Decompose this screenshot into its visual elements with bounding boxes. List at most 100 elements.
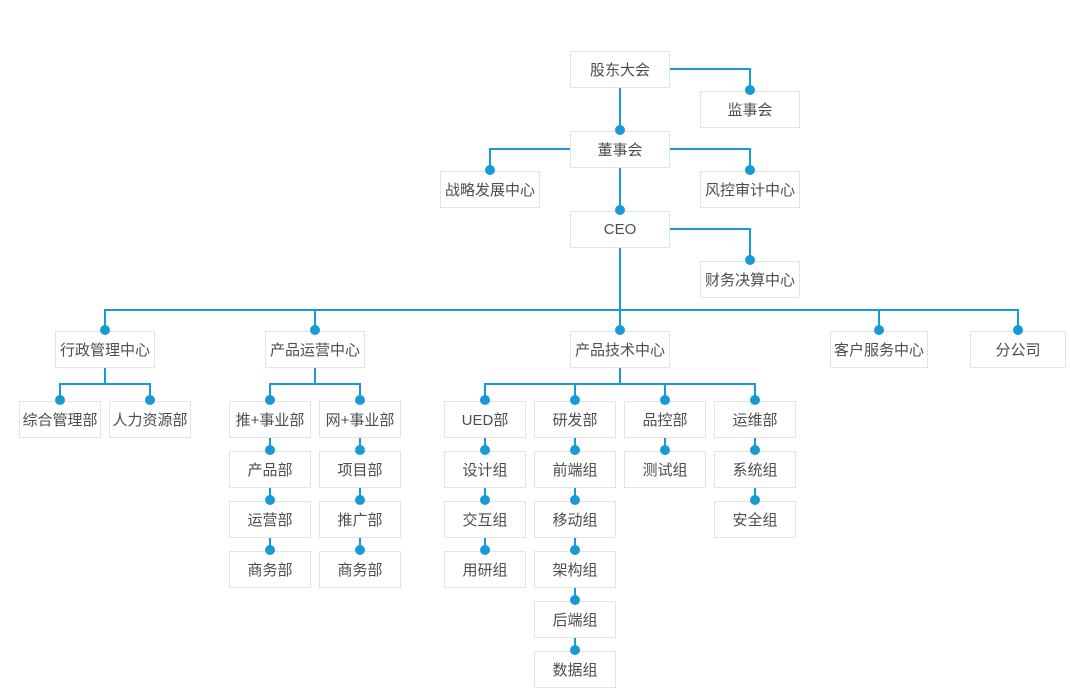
connector-dot — [1013, 325, 1023, 335]
connector-line — [619, 309, 621, 332]
connector-line — [574, 587, 576, 602]
connector-dot — [745, 85, 755, 95]
org-node-strategy-dev-center: 战略发展中心 — [440, 171, 540, 208]
connector-line — [484, 537, 486, 552]
org-node-data-group: 数据组 — [534, 651, 616, 688]
connector-dot — [265, 545, 275, 555]
connector-line — [619, 87, 621, 132]
connector-dot — [570, 645, 580, 655]
connector-line — [484, 383, 756, 385]
connector-line — [484, 487, 486, 502]
org-node-board-of-directors: 董事会 — [570, 131, 670, 168]
connector-dot — [570, 445, 580, 455]
org-node-rnd-dept: 研发部 — [534, 401, 616, 438]
connector-line — [669, 148, 751, 150]
org-node-mobile-group: 移动组 — [534, 501, 616, 538]
org-node-interaction-group: 交互组 — [444, 501, 526, 538]
connector-dot — [480, 545, 490, 555]
connector-dot — [355, 445, 365, 455]
org-node-business-dept-tui: 商务部 — [229, 551, 311, 588]
org-node-backend-group: 后端组 — [534, 601, 616, 638]
connector-line — [59, 383, 61, 402]
connector-line — [749, 228, 751, 262]
connector-dot — [745, 255, 755, 265]
connector-line — [619, 367, 621, 385]
org-node-system-group: 系统组 — [714, 451, 796, 488]
connector-line — [104, 309, 106, 332]
connector-dot — [570, 395, 580, 405]
connector-line — [664, 383, 666, 402]
org-node-finance-center: 财务决算中心 — [700, 261, 800, 298]
connector-line — [878, 309, 880, 332]
org-node-hr-dept: 人力资源部 — [109, 401, 191, 438]
connector-dot — [615, 325, 625, 335]
connector-dot — [660, 395, 670, 405]
org-node-product-tech-center: 产品技术中心 — [570, 331, 670, 368]
connector-line — [484, 437, 486, 452]
connector-dot — [310, 325, 320, 335]
connector-dot — [355, 545, 365, 555]
connector-dot — [55, 395, 65, 405]
connector-dot — [615, 205, 625, 215]
connector-line — [619, 247, 621, 311]
connector-line — [749, 68, 751, 92]
connector-line — [314, 367, 316, 385]
connector-line — [754, 383, 756, 402]
connector-dot — [265, 395, 275, 405]
org-node-promotion-dept: 推广部 — [319, 501, 401, 538]
connector-line — [669, 228, 751, 230]
org-node-ued-dept: UED部 — [444, 401, 526, 438]
connector-line — [489, 148, 491, 172]
org-node-product-dept: 产品部 — [229, 451, 311, 488]
connector-dot — [660, 445, 670, 455]
org-node-customer-service-center: 客户服务中心 — [830, 331, 928, 368]
connector-line — [574, 637, 576, 652]
connector-line — [104, 309, 1019, 311]
connector-dot — [265, 495, 275, 505]
connector-line — [574, 437, 576, 452]
connector-line — [754, 437, 756, 452]
connector-dot — [750, 445, 760, 455]
connector-line — [574, 537, 576, 552]
org-node-design-group: 设计组 — [444, 451, 526, 488]
connector-dot — [265, 445, 275, 455]
org-node-security-group: 安全组 — [714, 501, 796, 538]
connector-dot — [355, 495, 365, 505]
org-node-shareholders-meeting: 股东大会 — [570, 51, 670, 88]
connector-dot — [480, 445, 490, 455]
org-node-risk-audit-center: 风控审计中心 — [700, 171, 800, 208]
org-node-operations-dept: 运营部 — [229, 501, 311, 538]
org-node-supervisory-board: 监事会 — [700, 91, 800, 128]
connector-line — [149, 383, 151, 402]
org-node-user-research-group: 用研组 — [444, 551, 526, 588]
org-node-ceo: CEO — [570, 211, 670, 248]
connector-dot — [615, 125, 625, 135]
org-node-qc-dept: 品控部 — [624, 401, 706, 438]
connector-line — [669, 68, 751, 70]
connector-dot — [874, 325, 884, 335]
connector-dot — [480, 495, 490, 505]
connector-line — [484, 383, 486, 402]
connector-line — [574, 487, 576, 502]
connector-dot — [750, 395, 760, 405]
org-node-architecture-group: 架构组 — [534, 551, 616, 588]
connector-dot — [750, 495, 760, 505]
connector-line — [269, 383, 361, 385]
connector-line — [314, 309, 316, 332]
connector-line — [359, 487, 361, 502]
connector-line — [619, 167, 621, 212]
connector-line — [754, 487, 756, 502]
connector-dot — [570, 495, 580, 505]
org-node-admin-center: 行政管理中心 — [55, 331, 155, 368]
org-node-product-ops-center: 产品运营中心 — [265, 331, 365, 368]
connector-line — [359, 437, 361, 452]
connector-line — [104, 367, 106, 385]
connector-line — [59, 383, 151, 385]
connector-line — [574, 383, 576, 402]
connector-line — [1017, 309, 1019, 332]
connector-dot — [570, 595, 580, 605]
org-node-ops-maintenance-dept: 运维部 — [714, 401, 796, 438]
connector-line — [269, 537, 271, 552]
connector-line — [269, 487, 271, 502]
